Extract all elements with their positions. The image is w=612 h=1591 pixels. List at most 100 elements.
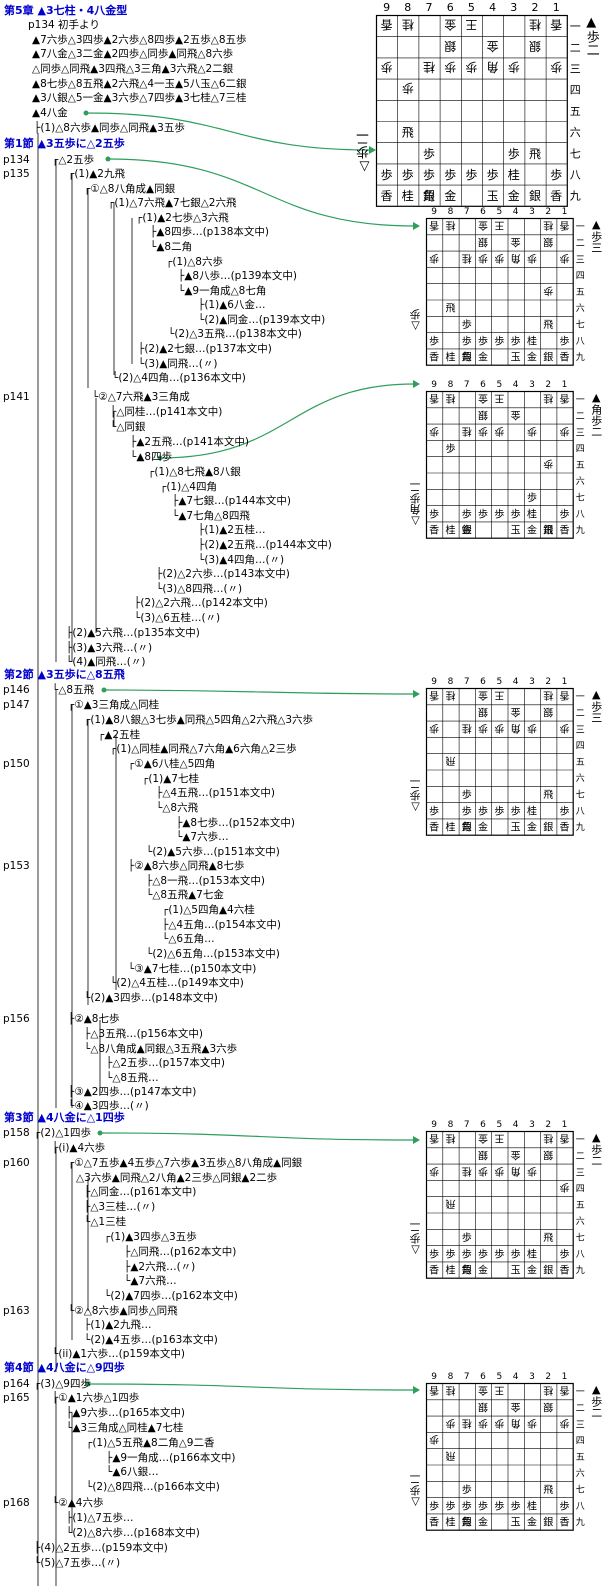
board-frame	[425, 687, 574, 836]
tree-line: ├②▲8七歩	[68, 1013, 120, 1025]
tree-line: └(3)▲同飛…(〃)	[138, 358, 218, 370]
rank-label: 八	[576, 1502, 585, 1512]
shogi-piece: 金	[511, 408, 521, 421]
file-label: 8	[404, 1, 411, 14]
shogi-piece: 銀	[543, 524, 553, 537]
tree-line: └▲7七角△8四飛	[172, 510, 250, 522]
shogi-piece: 歩	[478, 1499, 488, 1512]
board-frame	[425, 1130, 574, 1279]
file-label: 2	[545, 677, 551, 687]
rank-label: 八	[576, 807, 585, 817]
shogi-piece: 銀	[543, 1148, 553, 1161]
page-ref: p146	[3, 684, 30, 696]
gote-hand: △角歩二	[409, 481, 422, 528]
rank-label: 四	[576, 445, 585, 455]
rank-label: 八	[570, 169, 581, 182]
shogi-piece: 歩	[478, 1247, 488, 1260]
tree-line: └(2)△8六歩…(p168本文中)	[66, 1527, 200, 1539]
file-label: 2	[532, 1, 539, 14]
file-label: 4	[513, 1372, 519, 1382]
tree-line: └△6五角…	[162, 933, 215, 945]
shogi-piece: 銀	[444, 39, 456, 53]
rank-label: 八	[576, 337, 585, 347]
rank-label: 七	[576, 319, 585, 330]
file-label: 4	[513, 1120, 519, 1130]
shogi-piece: 香	[429, 1132, 439, 1144]
shogi-piece: 歩	[429, 722, 439, 735]
rank-label: 三	[576, 725, 585, 735]
shogi-piece: 角	[462, 1517, 472, 1529]
shogi-piece: 香	[429, 525, 439, 537]
file-label: 4	[513, 207, 519, 217]
rank-label: 一	[576, 1136, 585, 1146]
shogi-piece: 香	[429, 1517, 439, 1529]
file-label: 5	[496, 1372, 502, 1382]
shogi-piece: 歩	[429, 425, 439, 438]
shogi-piece: 銀	[529, 39, 541, 53]
tree-line: └(2)▲同金…(p139本文中)	[198, 314, 326, 326]
shogi-piece: 角	[511, 1417, 521, 1429]
sente-hand: ▲歩二	[589, 1131, 603, 1166]
shogi-piece: 銀	[543, 351, 553, 364]
file-label: 4	[513, 380, 519, 390]
tree-line: ├(2)▲2七銀…(p137本文中)	[138, 343, 272, 355]
shogi-piece: 飛	[445, 303, 455, 315]
file-label: 1	[562, 1120, 568, 1130]
file-label: 1	[562, 207, 568, 217]
file-label: 1	[553, 1, 560, 14]
shogi-piece: 歩	[465, 60, 477, 75]
rank-label: 四	[576, 742, 585, 752]
rank-label: 五	[576, 288, 585, 298]
rank-label: 九	[576, 352, 585, 363]
shogi-piece: 金	[527, 821, 537, 834]
shogi-piece: 歩	[550, 167, 562, 182]
file-label: 1	[562, 1372, 568, 1382]
shogi-piece: 王	[494, 1132, 504, 1143]
gote-hand: △歩二	[409, 1473, 422, 1509]
shogi-piece: 歩	[543, 457, 553, 470]
shogi-piece: 香	[429, 689, 439, 701]
tree-line: ┌(1)△同桂▲同飛△7六角▲6六角△2三歩	[110, 743, 297, 755]
tree-line: └△8五飛…	[106, 1072, 159, 1084]
tree-line: ▲4八金	[32, 107, 68, 119]
shogi-piece: 歩	[402, 81, 414, 96]
tree-line: └(2)△4五桂…(p149本文中)	[110, 977, 244, 989]
file-label: 8	[448, 207, 454, 217]
shogi-piece: 歩	[429, 1165, 439, 1178]
shogi-piece: 桂	[527, 1499, 537, 1512]
rank-label: 二	[576, 1152, 585, 1162]
shogi-piece: 歩	[527, 1165, 537, 1178]
shogi-piece: 角	[462, 822, 472, 834]
tree-line: ├(1)▲2九飛…	[84, 1319, 152, 1331]
rank-label: 六	[576, 1467, 585, 1479]
tree-line: └(2)△3五飛…(p138本文中)	[168, 328, 302, 340]
rank-label: 五	[576, 461, 585, 471]
tree-line: └▲6八銀…	[106, 1466, 159, 1478]
connector-line	[99, 1132, 415, 1141]
rank-label: 七	[576, 1484, 585, 1495]
tree-line: ├(2)△2六歩…(p143本文中)	[156, 568, 290, 580]
connector-arrow	[413, 222, 420, 230]
tree-line: └△1三桂	[84, 1216, 127, 1228]
shogi-piece: 銀	[478, 235, 488, 248]
tree-line: ├(2)▲2五飛…(p144本文中)	[198, 539, 332, 551]
rank-label: 三	[570, 63, 581, 76]
shogi-piece: 飛	[543, 789, 553, 801]
shogi-piece: 桂	[527, 507, 537, 520]
shogi-piece: 銀	[478, 705, 488, 718]
shogi-piece: 歩	[527, 722, 537, 735]
shogi-piece: 桂	[402, 18, 414, 33]
shogi-piece: 歩	[462, 334, 472, 347]
shogi-piece: 銀	[543, 821, 553, 834]
tree-line: ├▲8四歩…(p138本文中)	[150, 226, 269, 238]
shogi-piece: 歩	[527, 1417, 537, 1430]
tree-line: ├③▲2四歩…(p147本文中)	[68, 1086, 197, 1098]
file-label: 6	[480, 1120, 486, 1130]
file-label: 8	[448, 380, 454, 390]
tree-line: └②△7六飛▲3三角成	[92, 391, 190, 403]
rank-label: 九	[576, 1517, 585, 1528]
gote-hand: △歩二	[409, 1221, 422, 1257]
